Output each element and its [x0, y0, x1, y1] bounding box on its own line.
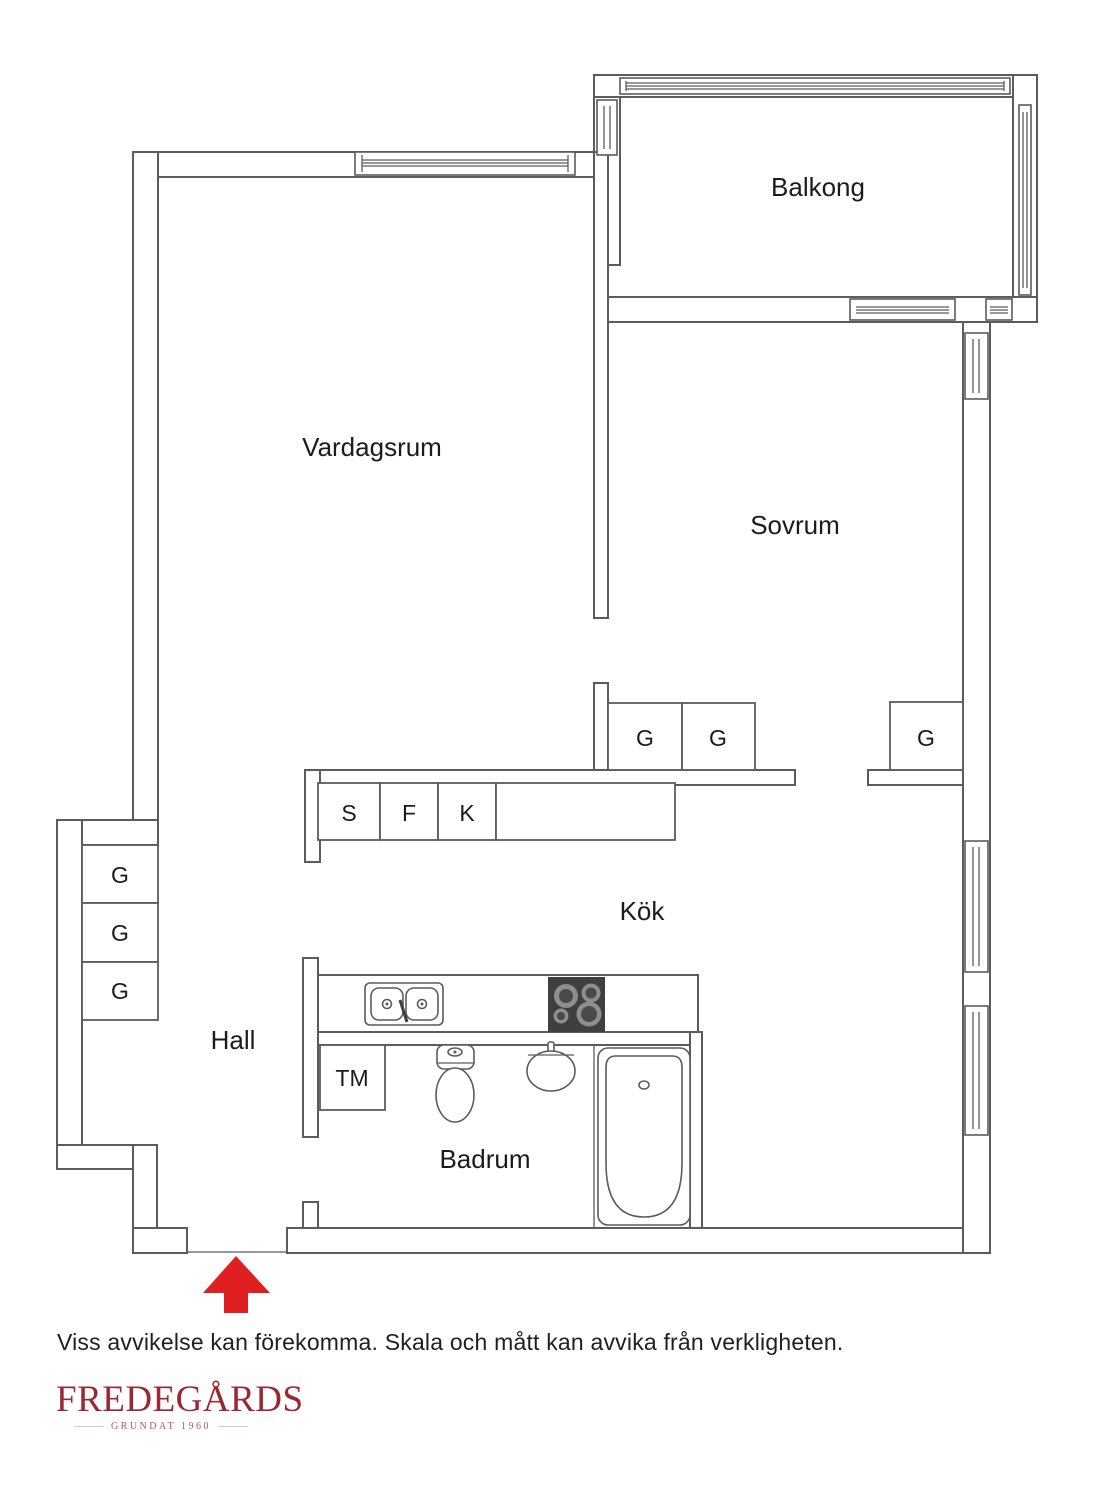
window-balcony-top	[619, 77, 1011, 95]
bathroom-fixtures	[319, 1041, 691, 1226]
tagline-rule-right	[218, 1426, 249, 1427]
wardrobe-hall-2	[81, 902, 159, 963]
window-balcony-door-small	[985, 298, 1013, 321]
label-balcony: Balkong	[771, 172, 865, 202]
label-wardrobe-4: G	[636, 725, 654, 751]
label-hall: Hall	[211, 1025, 256, 1055]
label-cabinet-k: K	[459, 800, 475, 826]
label-bathroom: Badrum	[439, 1144, 530, 1174]
cabinet-s	[317, 782, 381, 841]
washing-machine	[319, 1044, 386, 1111]
windows	[354, 77, 1032, 1136]
label-washing-machine: TM	[335, 1065, 368, 1091]
disclaimer-text: Viss avvikelse kan förekomma. Skala och …	[57, 1329, 844, 1355]
brand-tagline-row: GRUNDAT 1960	[56, 1421, 266, 1432]
window-balcony-right	[1018, 104, 1032, 296]
window-balcony-door	[849, 298, 956, 321]
brand-logo: FREDEGÅRDS GRUNDAT 1960	[56, 1379, 304, 1432]
stove	[548, 977, 605, 1032]
label-wardrobe-6: G	[917, 725, 935, 751]
cabinet-k	[437, 782, 497, 841]
toilet	[435, 1044, 475, 1123]
window-kitchen-upper	[964, 840, 989, 973]
label-wardrobe-3: G	[111, 978, 129, 1004]
label-wardrobe-5: G	[709, 725, 727, 751]
kitchen-counter	[317, 974, 699, 1033]
wardrobe-hall-1	[81, 844, 159, 904]
brand-name: FREDEGÅRDS	[56, 1379, 304, 1420]
wash-basin	[526, 1041, 576, 1092]
cabinet-counter	[495, 782, 676, 841]
wardrobe-hall-3	[81, 961, 159, 1021]
window-bedroom	[964, 332, 989, 400]
label-bedroom: Sovrum	[750, 510, 840, 540]
wardrobe-bedroom-3	[889, 701, 964, 771]
tagline-rule-left	[73, 1426, 104, 1427]
storage-units	[81, 701, 964, 1021]
window-balcony-left	[596, 99, 618, 156]
brand-tagline: GRUNDAT 1960	[110, 1421, 212, 1432]
label-wardrobe-1: G	[111, 862, 129, 888]
label-living-room: Vardagsrum	[302, 432, 442, 462]
label-cabinet-s: S	[341, 800, 356, 826]
wardrobe-bedroom-1	[607, 702, 683, 771]
label-wardrobe-2: G	[111, 920, 129, 946]
window-kitchen-lower	[964, 1005, 989, 1136]
label-kitchen: Kök	[620, 896, 666, 926]
label-cabinet-f: F	[402, 800, 416, 826]
kitchen-sink	[364, 982, 444, 1026]
bathtub	[597, 1047, 691, 1226]
entrance-arrow	[203, 1256, 270, 1313]
wardrobe-bedroom-2	[681, 702, 756, 771]
walls	[56, 74, 1038, 1254]
window-living-room	[354, 151, 576, 176]
